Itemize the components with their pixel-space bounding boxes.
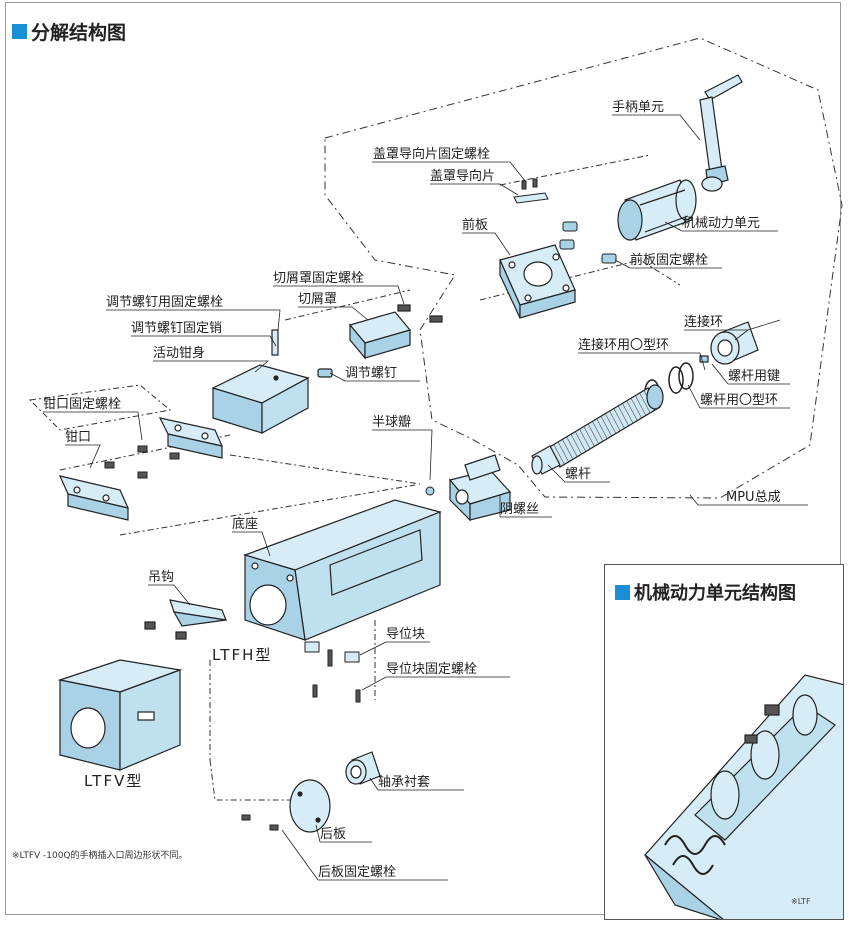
label-connect-ring: 连接环 (684, 315, 724, 330)
movable-body-part (211, 329, 333, 435)
mechanical-power-unit-part (617, 179, 697, 241)
guide-blocks (304, 641, 361, 703)
title-square-icon (12, 24, 27, 39)
label-screw-oring: 螺杆用〇型环 (700, 393, 779, 408)
ltfv-model-part (57, 659, 183, 771)
page-title-text: 分解结构图 (31, 22, 127, 44)
inset-title-text: 机械动力单元结构图 (634, 583, 796, 604)
bearing-bush-part (345, 751, 381, 785)
middle-jaw-plate (158, 417, 224, 459)
inset-panel: 机械动力单元结构图 ※LTF (604, 564, 844, 920)
label-adj-screw: 调节螺钉 (345, 366, 398, 381)
inset-title: 机械动力单元结构图 (615, 579, 796, 605)
label-half-ball: 半球瓣 (372, 415, 412, 430)
label-connect-ring-oring: 连接环用〇型环 (578, 338, 670, 353)
label-adj-screw-pin: 调节螺钉固定销 (131, 321, 223, 336)
handle-unit-part (699, 74, 743, 192)
label-rear-plate: 后板 (320, 827, 347, 842)
leader-lines (43, 114, 808, 881)
label-screw-key: 螺杆用键 (728, 369, 781, 384)
rear-plate-bolts (241, 814, 279, 831)
label-ltfh: LTFH型 (212, 646, 273, 664)
label-front-plate: 前板 (462, 218, 489, 233)
connection-ring-part (699, 321, 759, 365)
label-movable-body: 活动钳身 (153, 346, 206, 361)
inset-cutaway-drawing (644, 674, 843, 919)
footnote: ※LTFV -100Q的手柄插入口周边形状不同。 (12, 851, 188, 861)
label-bearing-bush: 轴承衬套 (378, 775, 431, 790)
front-plate-part (499, 244, 576, 319)
diagram-frame (5, 2, 841, 915)
label-ltfv: LTFV型 (84, 772, 144, 790)
jaw-part (58, 475, 130, 521)
cover-guide-part (513, 178, 549, 204)
label-mech-power-unit: 机械动力单元 (682, 216, 761, 231)
chip-cover-part (348, 304, 443, 360)
label-cover-guide: 盖罩导向片 (430, 169, 496, 184)
inset-footnote: ※LTF (791, 897, 811, 906)
label-guide-block-bolt: 导位块固定螺栓 (386, 662, 478, 677)
half-ball-part (425, 486, 435, 496)
label-female-thread: 阴螺丝 (500, 502, 540, 517)
label-front-plate-bolt: 前板固定螺栓 (630, 253, 709, 268)
jaw-bolts (104, 445, 180, 479)
label-handle-unit: 手柄单元 (612, 100, 665, 115)
label-jaw: 钳口 (65, 430, 92, 445)
hook-part (144, 599, 227, 640)
inset-title-square-icon (615, 584, 630, 600)
label-chip-cover-bolt: 切屑罩固定螺栓 (273, 271, 365, 286)
label-screw: 螺杆 (565, 467, 592, 482)
base-part (243, 499, 442, 641)
label-jaw-bolt: 钳口固定螺栓 (43, 397, 122, 412)
label-base: 底座 (232, 517, 259, 532)
label-rear-plate-bolt: 后板固定螺栓 (318, 865, 397, 880)
label-guide-block: 导位块 (386, 627, 426, 642)
label-chip-cover: 切屑罩 (298, 292, 338, 307)
label-hook: 吊钩 (148, 570, 175, 585)
label-adj-screw-bolt: 调节螺钉用固定螺栓 (106, 295, 224, 310)
label-mpu-assembly: MPU总成 (726, 490, 781, 505)
page-title: 分解结构图 (12, 18, 126, 45)
label-cover-guide-bolt: 盖罩导向片固定螺栓 (373, 147, 491, 162)
front-plate-bolts (559, 221, 617, 264)
screw-rod-part (531, 384, 664, 475)
rear-plate-part (289, 779, 331, 833)
